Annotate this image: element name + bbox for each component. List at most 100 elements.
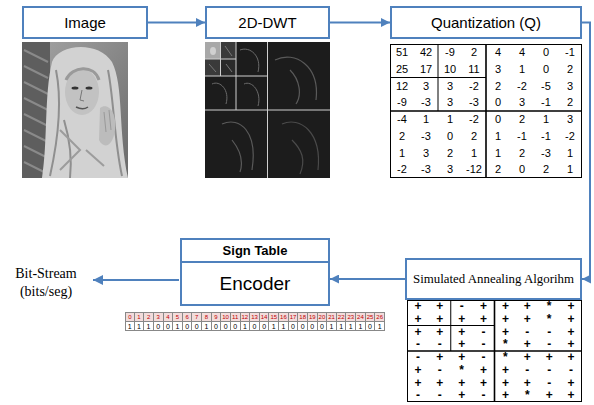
sign-cell: + [407, 326, 429, 339]
coefficient-cell: -12 [462, 161, 486, 178]
output-arrow [93, 280, 179, 281]
coefficient-cell: -3 [414, 94, 438, 111]
coefficient-cell: 0 [486, 94, 510, 111]
sign-cell: + [495, 300, 517, 313]
sign-cell: + [516, 351, 538, 364]
bit-value: 0 [260, 321, 270, 331]
quantization-grid-part [391, 45, 582, 178]
sign-cell: - [538, 377, 560, 390]
node-label: Sign Table [182, 240, 328, 263]
sign-cell: + [516, 313, 538, 326]
portrait-photo-part [104, 110, 111, 132]
bit-index: 0 [125, 312, 135, 321]
portrait-photo-part [76, 107, 88, 109]
sign-cell: + [495, 313, 517, 326]
sign-cell: - [473, 389, 495, 402]
sign-cell: * [495, 338, 517, 351]
coefficient-cell: -9 [438, 44, 462, 61]
node-label: Image [24, 14, 146, 31]
coefficient-cell: -4 [390, 111, 414, 128]
bit-value: 0 [298, 321, 308, 331]
stage-box: Quantization (Q) [390, 6, 582, 39]
bit-value: 1 [337, 321, 347, 331]
coefficient-cell: 17 [414, 61, 438, 78]
sign-cell: * [538, 313, 560, 326]
sign-cell: + [538, 389, 560, 402]
flow-arrow [330, 278, 405, 280]
sign-cell: + [516, 338, 538, 351]
coefficient-cell: 12 [390, 78, 414, 95]
bit-index: 12 [241, 312, 251, 321]
sign-cell: + [407, 364, 429, 377]
bit-index: 14 [260, 312, 270, 321]
portrait-photo-part [50, 70, 122, 178]
wavelet-decomposition-part [282, 122, 318, 174]
bit-index: 8 [202, 312, 212, 321]
sign-cell: + [451, 351, 473, 364]
coefficient-cell: -9 [390, 94, 414, 111]
wavelet-decomposition-part [205, 42, 330, 178]
portrait-photo-part [60, 130, 104, 170]
bit-value: 0 [154, 321, 164, 331]
coefficient-cell: -3 [414, 128, 438, 145]
sign-cell: + [429, 377, 451, 390]
sign-cell: + [429, 300, 451, 313]
sign-cell: - [407, 389, 429, 402]
sign-cell: - [407, 338, 429, 351]
portrait-photo-part [22, 42, 128, 178]
bit-value: 1 [327, 321, 337, 331]
sign-cell: + [495, 326, 517, 339]
bit-value: 1 [144, 321, 154, 331]
bit-value: 1 [375, 321, 385, 331]
sign-cell: - [429, 364, 451, 377]
bit-value: 0 [183, 321, 193, 331]
sign-cell: + [429, 351, 451, 364]
bit-index: 15 [269, 312, 279, 321]
sign-cell: + [451, 389, 473, 402]
sign-cell: - [538, 364, 560, 377]
coefficient-cell: 2 [438, 145, 462, 162]
coefficient-cell: 3 [510, 94, 534, 111]
sign-grid-part [407, 300, 582, 402]
bit-index: 20 [318, 312, 328, 321]
bit-index: 26 [375, 312, 385, 321]
bit-value: 1 [135, 321, 145, 331]
portrait-photo-part [24, 50, 48, 174]
encoder-box: Sign TableEncoder [180, 238, 330, 306]
sign-cell: + [560, 300, 582, 313]
sign-cell: + [473, 364, 495, 377]
coefficient-cell: 2 [486, 161, 510, 178]
bit-index: 25 [366, 312, 376, 321]
sign-cell: + [407, 300, 429, 313]
portrait-photo-part [72, 86, 79, 89]
sign-cell: - [473, 326, 495, 339]
output-label: Bit-Stream (bits/seg) [4, 265, 88, 303]
coefficient-cell: -3 [534, 145, 558, 162]
coefficient-cell: 2 [534, 161, 558, 178]
sign-cell: - [473, 338, 495, 351]
sign-cell: + [407, 377, 429, 390]
coefficient-cell: -2 [390, 161, 414, 178]
sign-cell: * [516, 389, 538, 402]
wavelet-decomposition-part [210, 47, 216, 55]
bit-index: 17 [289, 312, 299, 321]
bit-value: 0 [289, 321, 299, 331]
flow-arrow [582, 23, 590, 280]
node-label: Encoder [182, 263, 328, 304]
bit-index: 1 [135, 312, 145, 321]
bit-index: 24 [356, 312, 366, 321]
bit-index: 5 [173, 312, 183, 321]
coefficient-cell: 1 [558, 145, 582, 162]
sign-cell: + [538, 351, 560, 364]
coefficient-cell: 4 [510, 44, 534, 61]
coefficient-cell: 3 [558, 78, 582, 95]
bit-index: 7 [192, 312, 202, 321]
bit-value: 1 [346, 321, 356, 331]
bit-index: 23 [346, 312, 356, 321]
bit-index: 21 [327, 312, 337, 321]
bit-index: 4 [164, 312, 174, 321]
coefficient-cell: -5 [534, 78, 558, 95]
portrait-photo-part [80, 90, 84, 101]
bit-value: 1 [241, 321, 251, 331]
sign-grid-part [407, 300, 495, 351]
